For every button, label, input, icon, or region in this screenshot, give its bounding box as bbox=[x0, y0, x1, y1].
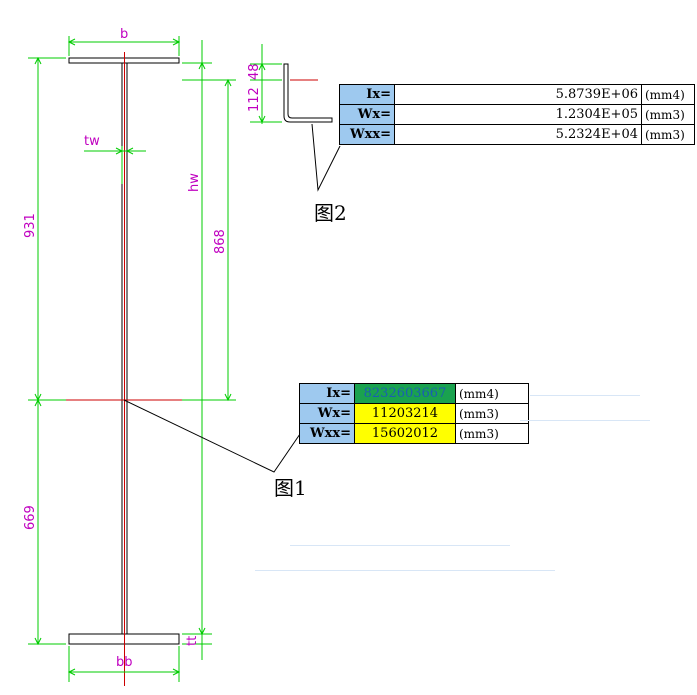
leader-fig2 bbox=[311, 123, 341, 192]
properties-table-fig2: Ix= 5.8739E+06 (mm4) Wx= 1.2304E+05 (mm3… bbox=[339, 84, 695, 145]
background-artifact bbox=[520, 420, 650, 421]
dim-868 bbox=[182, 78, 236, 402]
dim-tw bbox=[84, 146, 146, 184]
ix-label: Ix= bbox=[299, 383, 355, 404]
ibeam-section bbox=[64, 52, 184, 686]
dim-bb-label: bb bbox=[116, 655, 133, 670]
table-row: Wxx= 15602012 (mm3) bbox=[299, 423, 529, 444]
wx-unit: (mm3) bbox=[455, 403, 529, 424]
dim-868-label: 868 bbox=[213, 229, 228, 254]
dim-b-label: b bbox=[120, 27, 128, 42]
table-row: Wxx= 5.2324E+04 (mm3) bbox=[339, 124, 695, 145]
wxx-value: 15602012 bbox=[354, 423, 456, 444]
wx-value: 11203214 bbox=[354, 403, 456, 424]
wxx-unit: (mm3) bbox=[455, 423, 529, 444]
dim-48-label: 48 bbox=[247, 63, 262, 80]
leader-fig1 bbox=[123, 399, 301, 473]
background-artifact bbox=[530, 395, 640, 396]
dim-112-label: 112 bbox=[247, 87, 262, 112]
ix-value: 8232603667 bbox=[354, 383, 456, 404]
figure-label-1: 图1 bbox=[274, 476, 307, 500]
wx-label: Wx= bbox=[299, 403, 355, 424]
table-row: Ix= 8232603667 (mm4) bbox=[299, 383, 529, 404]
ix-unit: (mm4) bbox=[455, 383, 529, 404]
background-artifact bbox=[290, 545, 510, 546]
wx-unit: (mm3) bbox=[641, 104, 695, 125]
dim-931-label: 931 bbox=[23, 213, 38, 238]
table-row: Wx= 1.2304E+05 (mm3) bbox=[339, 104, 695, 125]
dim-bb bbox=[67, 646, 181, 682]
wx-label: Wx= bbox=[339, 104, 395, 125]
wx-value: 1.2304E+05 bbox=[394, 104, 642, 125]
angle-section bbox=[283, 63, 333, 123]
wxx-unit: (mm3) bbox=[641, 124, 695, 145]
dim-tw-label: tw bbox=[84, 134, 100, 149]
properties-table-fig1: Ix= 8232603667 (mm4) Wx= 11203214 (mm3) … bbox=[299, 383, 529, 444]
figure-label-2: 图2 bbox=[314, 201, 347, 225]
ix-unit: (mm4) bbox=[641, 84, 695, 105]
dim-hw-label: hw bbox=[187, 173, 202, 192]
ix-label: Ix= bbox=[339, 84, 395, 105]
wxx-label: Wxx= bbox=[299, 423, 355, 444]
dim-669 bbox=[28, 398, 66, 646]
dim-b bbox=[67, 36, 181, 56]
wxx-label: Wxx= bbox=[339, 124, 395, 145]
dim-angle bbox=[250, 44, 282, 124]
table-row: Wx= 11203214 (mm3) bbox=[299, 403, 529, 424]
wxx-value: 5.2324E+04 bbox=[394, 124, 642, 145]
dim-hw bbox=[182, 40, 212, 660]
ix-value: 5.8739E+06 bbox=[394, 84, 642, 105]
table-row: Ix= 5.8739E+06 (mm4) bbox=[339, 84, 695, 105]
dim-669-label: 669 bbox=[23, 505, 38, 530]
background-artifact bbox=[255, 570, 555, 571]
dim-tt-label: tt bbox=[185, 636, 200, 646]
